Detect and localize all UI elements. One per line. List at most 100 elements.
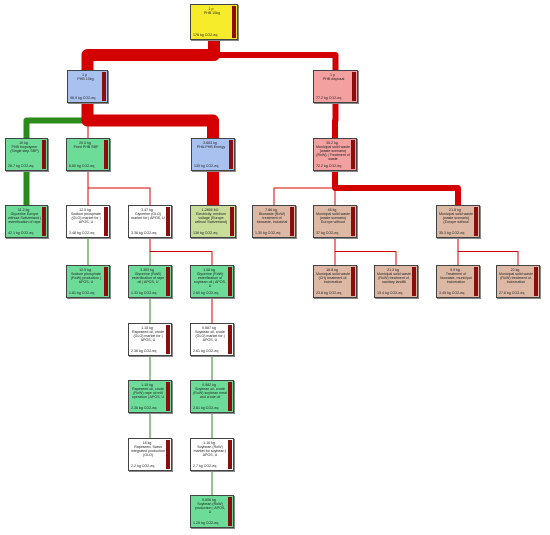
node-impact: 98.9 kg CO2-eq [70,96,96,100]
node-name: PHA-PHB Energy [196,145,226,149]
node-name: Soybean (RoW) production | APOS, U [194,502,226,514]
node-name: Municipal solid waste (CH) treatment of,… [316,272,350,284]
node-soybean-oil-market[interactable]: 0.587 kg Soybean oil, crude (GLO) market… [190,323,234,356]
node-amount: 0.587 kg [202,326,216,330]
node-name: Biowaste (RoW) treatment of biowaste, in… [256,212,288,224]
node-impact: 176 kg CO2-eq [193,33,218,37]
node-sodium-phosphate-market[interactable]: 12.5 kg Sodium phosphate (GLO) market fo… [66,205,110,238]
node-amount: 1 p [82,73,87,77]
node-soybean-market[interactable]: 1.16 kg Soybean (RoW) market for soybean… [190,438,234,471]
node-name: Soybean oil, crude (GLO) market for | AP… [195,330,225,342]
node-amount: 3.47 kg [141,208,153,212]
impact-bar [102,72,106,101]
node-name: Rapeseed, Swiss integrated production (G… [131,445,165,457]
node-waste-incineration-ch[interactable]: 16.8 kg Municipal solid waste (CH) treat… [313,265,357,298]
node-rapeseed-production[interactable]: 18 kg Rapeseed, Swiss integrated product… [128,438,172,471]
impact-bar [166,325,170,354]
node-electricity-medium-voltage[interactable]: 1.2855 MJ Electricity, medium voltage (E… [190,205,236,238]
node-glycerine-market[interactable]: 3.47 kg Glycerine (GLO) market for | APO… [128,205,172,238]
node-amount: 3.663 kg [203,141,217,145]
node-glycerine-soybean-esterification[interactable]: 1.08 kg Glycerine (RoW) esterification o… [190,265,234,298]
node-biowaste-treatment[interactable]: 7.86 kg Biowaste (RoW) treatment of biow… [252,205,296,238]
impact-bar [290,207,294,236]
flow-link-n10-to-n5 [87,171,151,205]
impact-bar [104,140,108,169]
node-impact: 3.48 kg CO2-eq [69,231,95,235]
node-name: Glycerine Europe without Switzerland | e… [8,212,41,224]
node-name: Sodium phosphate (RoW) production | APOS… [70,272,102,284]
node-pha-phb-energy[interactable]: 3.663 kg PHA-PHB Energy 135 kg CO2-eq [191,138,235,171]
node-impact: 23.8 kg CO2-eq [316,291,342,295]
node-name: Soybean (RoW) market for soybean | APOS,… [193,445,227,457]
node-impact: 2.60 kg CO2-eq [193,291,219,295]
node-biowaste-incineration[interactable]: 9.9 kg Treatment of biowaste, municipal … [436,265,480,298]
node-amount: 21.3 kg [387,268,399,272]
node-amount: 1 p [330,73,335,77]
impact-bar [412,267,416,296]
node-impact: 136 kg CO2-eq [193,231,218,235]
impact-bar [228,382,232,411]
node-impact: 3.45 kg CO2-eq [439,291,465,295]
flow-link-n7-to-n3 [332,103,339,138]
impact-bar [228,440,232,469]
impact-bar [474,267,478,296]
flow-link-n3-to-n1 [211,40,339,70]
node-sodium-phosphate-production[interactable]: 12.5 kg Sodium phosphate (RoW) productio… [66,265,110,298]
node-glycerine-rape-esterification[interactable]: 3.353 kg Glycerine (RoW) esterification … [128,265,172,298]
node-rapeseed-oil-market[interactable]: 1.15 kg Rapeseed oil, crude (GLO) market… [128,323,172,356]
node-amount: 1.2855 MJ [201,208,219,212]
node-impact: 1.25 kg CO2-eq [193,521,219,525]
node-amount: 1 p [208,7,214,11]
node-amount: 3.353 kg [140,268,154,272]
node-amount: 45 kg [327,208,337,212]
node-amount: 10 kg [19,141,28,145]
impact-bar [229,140,233,169]
node-feed-phb[interactable]: 20.0 kg Feed PHB SBP 6.80 kg CO2-eq [66,138,110,171]
flow-link-n2-to-n1 [81,40,220,70]
node-name: Soybean oil, crude (RoW) soybean meal an… [193,387,227,399]
node-amount: 21.8 kg [449,208,461,212]
node-phb-10kg-root[interactable]: 1 p PHB 10kg 176 kg CO2-eq [190,4,238,40]
impact-bar [166,267,170,296]
node-rapeseed-oil-mill[interactable]: 1.15 kg Rapeseed oil, crude (RoW) rape o… [128,380,172,413]
node-name: Electricity, medium voltage (Europe with… [194,212,228,224]
node-name: Municipal solid waste (waste scenario) E… [316,212,350,224]
node-soybean-production[interactable]: 0.606 kg Soybean (RoW) production | APOS… [190,495,234,528]
node-name: Feed PHB SBP [73,145,99,149]
node-phb-disposal[interactable]: 1 p PHB disposal 77.2 kg CO2-eq [313,70,358,103]
node-amount: 9.9 kg [450,268,460,272]
impact-bar [166,440,170,469]
impact-bar [351,207,355,236]
node-amount: 22 kg [510,268,520,272]
node-municipal-waste-europe-a[interactable]: 45 kg Municipal solid waste (waste scena… [313,205,357,238]
node-impact: 2.61 kg CO2-eq [193,349,219,353]
node-impact: 3.36 kg CO2-eq [131,231,157,235]
node-municipal-waste-row[interactable]: 35.2 kg Municipal solid waste (waste sce… [313,138,357,171]
node-amount: 0.606 kg [202,498,216,502]
node-phb-10kg[interactable]: 1 p PHB 10kg 98.9 kg CO2-eq [67,70,108,103]
node-amount: 1.15 kg [141,383,153,387]
node-impact: 72.2 kg CO2-eq [316,164,342,168]
node-impact: 35.3 kg CO2-eq [439,231,465,235]
impact-bar [230,207,234,236]
flow-link-n19-to-n13 [334,238,397,265]
node-municipal-waste-europe-b[interactable]: 21.8 kg Municipal solid waste (waste sce… [436,205,480,238]
node-impact: 2.61 kg CO2-eq [193,406,219,410]
node-waste-incineration-row[interactable]: 22 kg Municipal solid waste (RoW) treatm… [496,265,540,298]
node-amount: 35.2 kg [326,141,338,145]
node-impact: 26.7 kg CO2-eq [8,164,34,168]
node-phb-biopolymer[interactable]: 10 kg PHB biopolymer (Single step SBP) 2… [5,138,48,171]
node-amount: 12.5 kg [79,208,91,212]
node-glycerine-europe[interactable]: 31.2 kg Glycerine Europe without Switzer… [5,205,48,238]
flow-link-n21-to-n14 [457,238,519,265]
impact-bar [352,72,356,101]
node-name: PHB 10kg [203,11,221,15]
impact-bar [228,267,232,296]
flow-link-n17-to-n10 [149,238,213,265]
node-soybean-oil-crude[interactable]: 0.582 kg Soybean oil, crude (RoW) soybea… [190,380,234,413]
node-name: Municipal solid waste (waste scenario) (… [439,212,473,224]
node-impact: 2.36 kg CO2-eq [131,349,157,353]
node-impact: 37 kg CO2-eq [316,231,339,235]
flow-link-n6-to-n2 [81,103,219,138]
node-waste-sanitary-landfill[interactable]: 21.3 kg Municipal solid waste (RoW) trea… [374,265,418,298]
